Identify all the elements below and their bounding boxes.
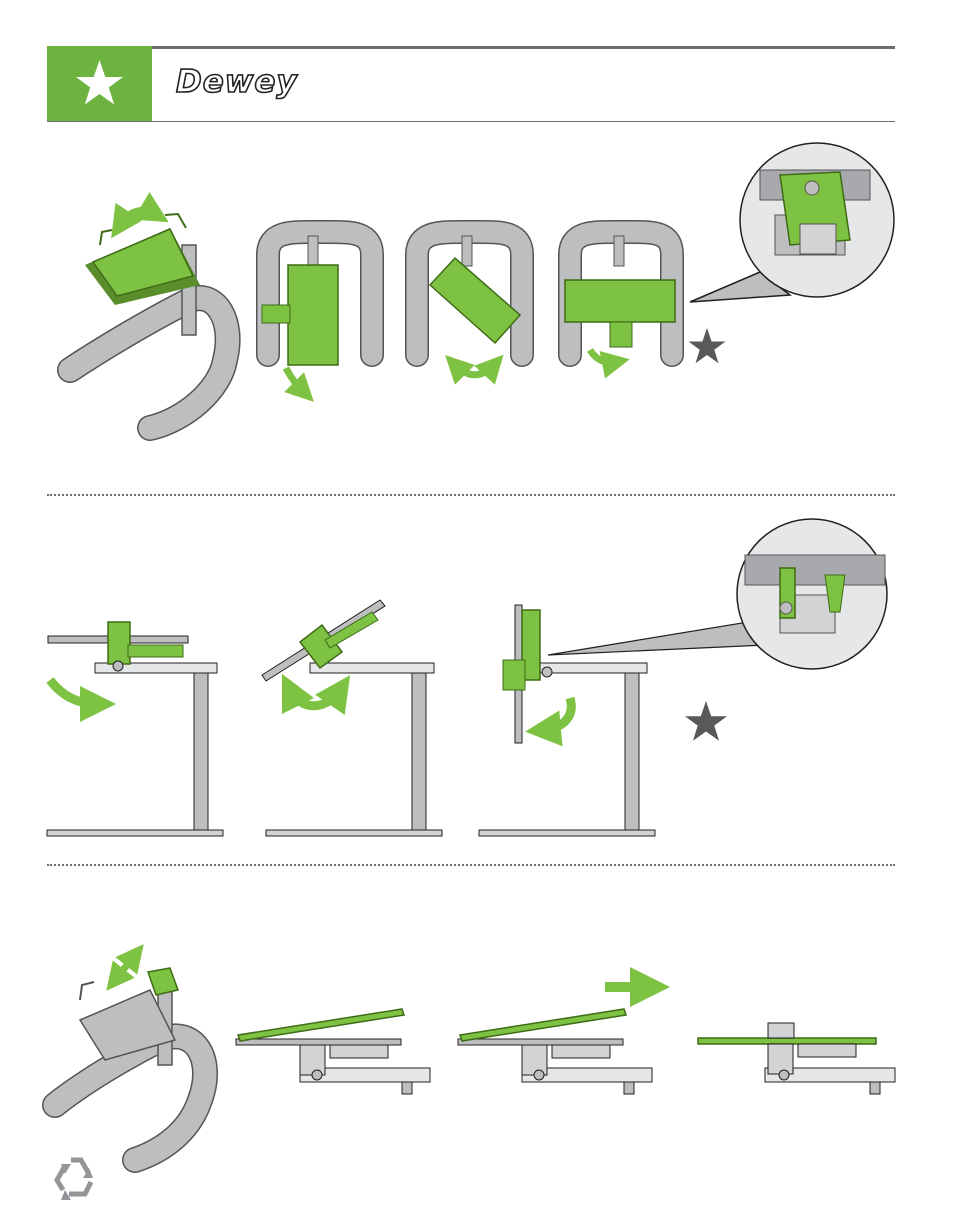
stand-isometric-rotate (70, 211, 228, 428)
recycle-icon (57, 1160, 93, 1200)
stand-front-landscape (565, 232, 675, 363)
star-marker-icon (685, 701, 727, 741)
slide-section (0, 870, 954, 1225)
detail-zoom-tilt (548, 519, 887, 669)
slide-step-shifting (458, 987, 652, 1094)
desk-stand-flat (47, 622, 223, 836)
slide-step-flat (698, 1023, 895, 1094)
tilt-section (0, 500, 954, 860)
detail-zoom-rotation (690, 143, 894, 302)
slide-step-raised (236, 1009, 430, 1094)
desk-stand-vertical (479, 605, 655, 836)
star-marker-icon (689, 328, 726, 363)
rotation-section (0, 0, 954, 480)
stand-front-rotating (417, 232, 522, 375)
desk-stand-tilted (262, 600, 442, 836)
section-divider-1 (47, 494, 895, 496)
stand-front-portrait (262, 232, 372, 392)
stand-isometric-slide (55, 955, 205, 1160)
section-divider-2 (47, 864, 895, 866)
